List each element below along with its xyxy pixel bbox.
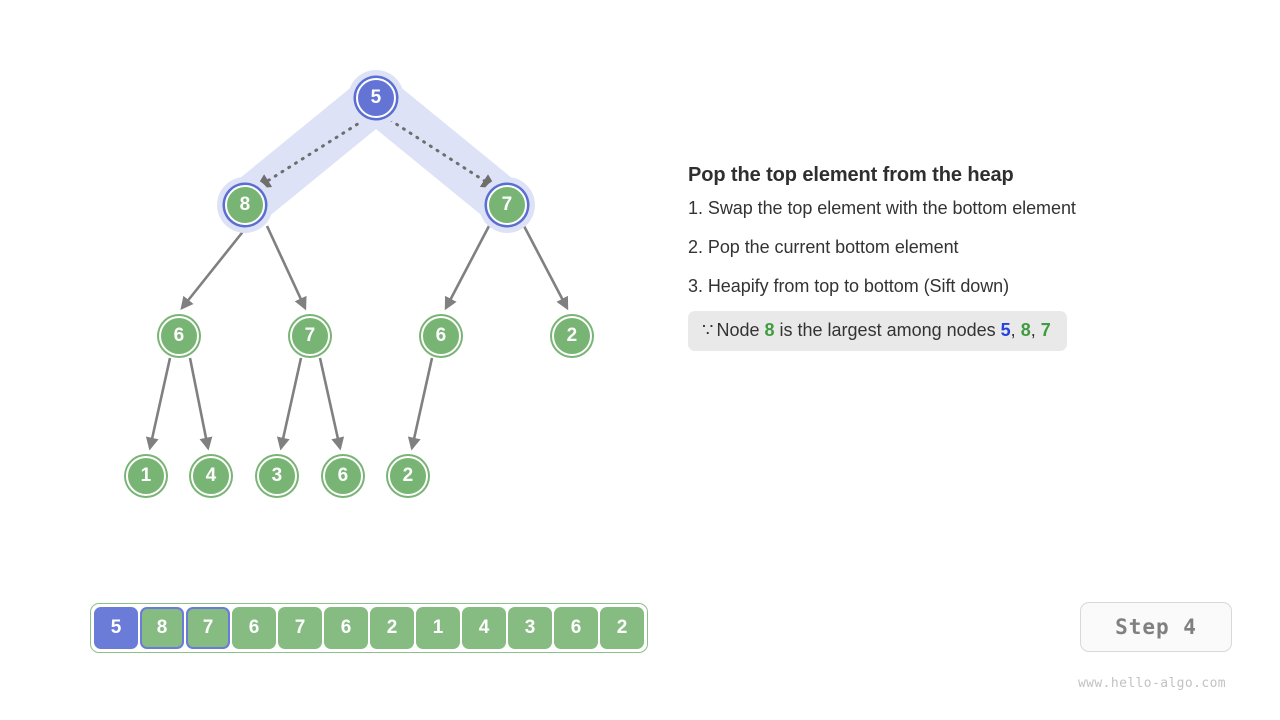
swap-arrow-left bbox=[255, 118, 366, 189]
tree-edge bbox=[180, 228, 247, 311]
instruction-step-3: 3. Heapify from top to bottom (Sift down… bbox=[688, 276, 1010, 296]
tree-edge bbox=[522, 225, 569, 311]
array-cell[interactable]: 1 bbox=[416, 607, 460, 649]
tree-node[interactable]: 5 bbox=[356, 78, 396, 118]
array-cell[interactable]: 7 bbox=[278, 607, 322, 649]
array-cell[interactable]: 2 bbox=[370, 607, 414, 649]
array-cell[interactable]: 2 bbox=[600, 607, 644, 649]
tree-node[interactable]: 2 bbox=[552, 316, 592, 356]
tree-edge-group bbox=[145, 225, 569, 451]
tree-node[interactable]: 3 bbox=[257, 456, 297, 496]
tree-node[interactable]: 2 bbox=[388, 456, 428, 496]
tree-edge bbox=[276, 357, 303, 451]
instruction-step-2: 2. Pop the current bottom element bbox=[688, 237, 959, 257]
tree-edge bbox=[265, 225, 307, 311]
tree-node[interactable]: 6 bbox=[323, 456, 363, 496]
because-icon: ∵ bbox=[702, 320, 714, 340]
tree-edge bbox=[444, 225, 491, 311]
array-cell[interactable]: 5 bbox=[94, 607, 138, 649]
tree-node[interactable]: 6 bbox=[159, 316, 199, 356]
hint-prefix: Node bbox=[716, 320, 765, 340]
hint-candidate-1: 5 bbox=[1000, 320, 1011, 340]
tree-node[interactable]: 4 bbox=[191, 456, 231, 496]
swap-arrow-right bbox=[388, 118, 497, 189]
watermark: www.hello-algo.com bbox=[1077, 676, 1227, 691]
tree-node[interactable]: 8 bbox=[225, 185, 265, 225]
array-cell[interactable]: 4 bbox=[462, 607, 506, 649]
hint-sep-2: , bbox=[1030, 320, 1041, 340]
array-cell[interactable]: 6 bbox=[324, 607, 368, 649]
array-cell[interactable]: 8 bbox=[140, 607, 184, 649]
hint-candidate-2: 8 bbox=[1020, 320, 1031, 340]
tree-node[interactable]: 1 bbox=[126, 456, 166, 496]
array-cell[interactable]: 6 bbox=[232, 607, 276, 649]
tree-edge bbox=[188, 357, 213, 451]
tree-node[interactable]: 6 bbox=[421, 316, 461, 356]
swap-arrow-group bbox=[255, 118, 497, 189]
hint-middle: is the largest among nodes bbox=[774, 320, 1001, 340]
hint-node-value: 8 bbox=[764, 320, 775, 340]
tree-node[interactable]: 7 bbox=[290, 316, 330, 356]
hint-sep-1: , bbox=[1010, 320, 1021, 340]
page-title: Pop the top element from the heap bbox=[688, 164, 1014, 186]
tree-edge bbox=[318, 357, 345, 451]
tree-node[interactable]: 7 bbox=[487, 185, 527, 225]
array-cell[interactable]: 7 bbox=[186, 607, 230, 649]
step-badge: Step 4 bbox=[1080, 602, 1232, 652]
instruction-step-1: 1. Swap the top element with the bottom … bbox=[688, 198, 1076, 218]
hint-candidate-3: 7 bbox=[1040, 320, 1051, 340]
hint-callout: ∵Node 8 is the largest among nodes 5, 8,… bbox=[688, 311, 1067, 351]
array-cell[interactable]: 6 bbox=[554, 607, 598, 649]
info-panel: Pop the top element from the heap 1. Swa… bbox=[688, 164, 1233, 351]
tree-edge bbox=[407, 357, 434, 451]
array-cell[interactable]: 3 bbox=[508, 607, 552, 649]
tree-edge bbox=[145, 357, 172, 451]
